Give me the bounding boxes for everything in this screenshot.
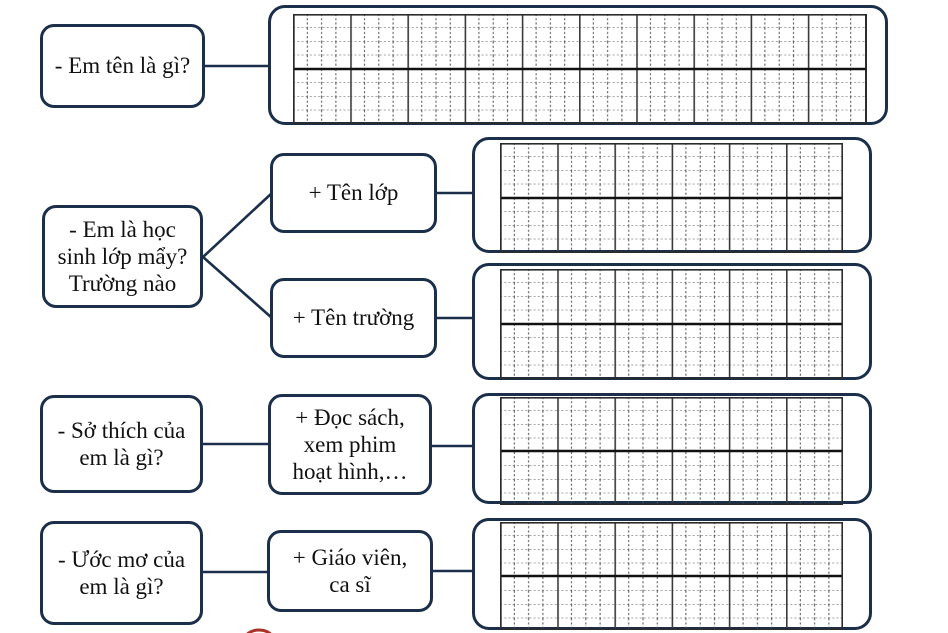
- hint-box-hobby-label: + Đọc sách, xem phim hoạt hình,…: [292, 404, 408, 485]
- question-box-name: - Em tên là gì?: [40, 24, 205, 108]
- question-box-class-school-label: - Em là học sinh lớp mẩy? Trường nào: [57, 216, 188, 297]
- ruled-grid-pattern: [500, 397, 843, 505]
- hint-box-dream-label: + Giáo viên, ca sĩ: [292, 544, 408, 597]
- hint-box-class-label: + Tên lớp: [308, 180, 399, 206]
- writing-grid-4: [472, 393, 872, 505]
- writing-grid-1: [268, 5, 888, 125]
- hint-box-class: + Tên lớp: [270, 153, 437, 233]
- ruled-grid-pattern: [500, 522, 843, 630]
- question-box-hobby-label: - Sở thích của em là gì?: [57, 417, 186, 470]
- connector-q2-class: [202, 192, 273, 258]
- question-box-class-school: - Em là học sinh lớp mẩy? Trường nào: [42, 205, 203, 308]
- writing-grid-5: [472, 518, 872, 630]
- writing-grid-2: [472, 137, 872, 253]
- ruled-grid-pattern: [500, 143, 843, 253]
- question-box-hobby: - Sở thích của em là gì?: [40, 395, 203, 493]
- hint-box-school-label: + Tên trường: [292, 305, 415, 331]
- hint-box-dream: + Giáo viên, ca sĩ: [267, 530, 433, 612]
- ruled-grid-pattern: [500, 269, 843, 379]
- question-box-dream: - Ước mơ của em là gì?: [40, 521, 203, 625]
- hint-box-hobby: + Đọc sách, xem phim hoạt hình,…: [268, 394, 432, 495]
- ruled-grid-pattern: [293, 14, 867, 124]
- question-box-name-label: - Em tên là gì?: [54, 53, 191, 79]
- question-box-dream-label: - Ước mơ của em là gì?: [57, 546, 186, 599]
- connector-q2-school: [202, 256, 273, 319]
- hint-box-school: + Tên trường: [270, 278, 437, 358]
- writing-grid-3: [472, 263, 872, 380]
